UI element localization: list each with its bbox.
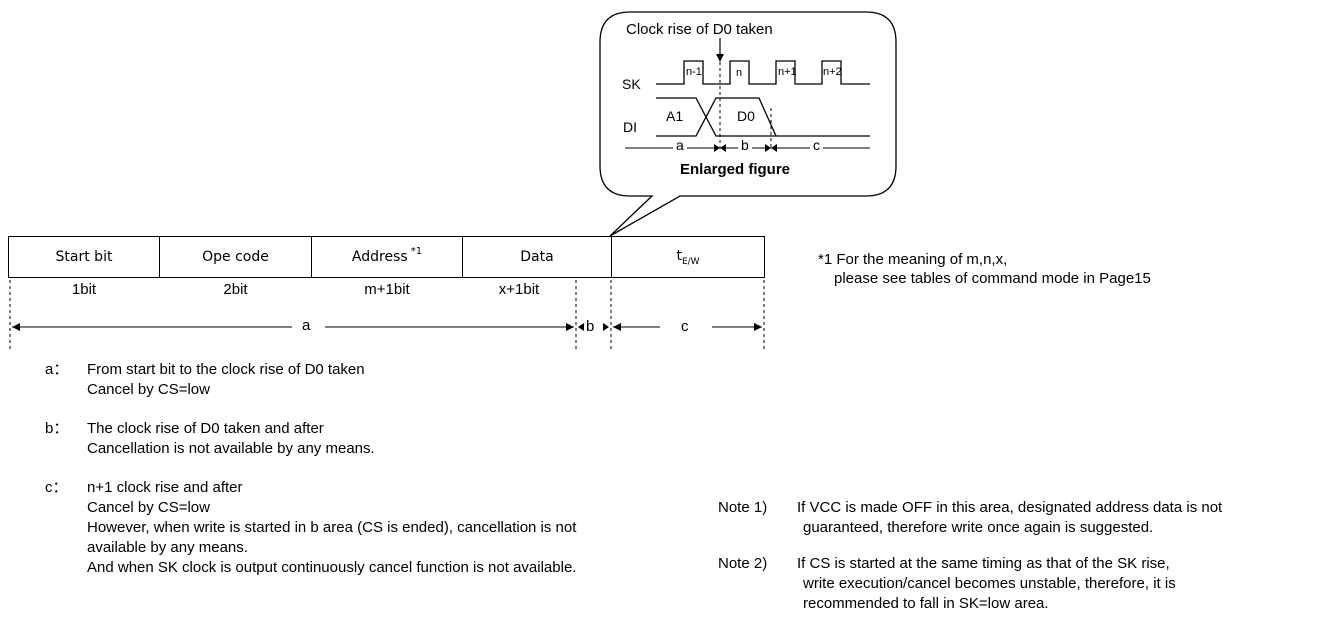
desc-c-key: c：	[45, 479, 68, 496]
bit-count: 2bit	[223, 281, 248, 298]
cell-footnote-mark: *1	[410, 245, 423, 257]
callout-bubble	[599, 11, 897, 237]
cell-label: Start bit	[55, 249, 113, 265]
cell-label: Ope code	[202, 249, 269, 265]
desc-b-line: Cancellation is not available by any mea…	[87, 440, 375, 457]
bit-count: m+1bit	[364, 281, 410, 298]
desc-a-line: Cancel by CS=low	[87, 381, 210, 398]
note-2-line: recommended to fall in SK=low area.	[803, 595, 1049, 612]
desc-a-line: From start bit to the clock rise of D0 t…	[87, 361, 365, 378]
range-a-label: a	[302, 317, 311, 334]
enlarged-seg-b: b	[738, 137, 752, 153]
desc-b-line: The clock rise of D0 taken and after	[87, 420, 324, 437]
di-d0-label: D0	[737, 108, 755, 124]
tew-label: tE/W	[676, 247, 700, 267]
footnote-line2: please see tables of command mode in Pag…	[834, 270, 1151, 287]
pulse-label: n+1	[778, 66, 797, 78]
di-label: DI	[623, 119, 637, 135]
cell-label: Data	[520, 249, 554, 265]
desc-a-key: a：	[45, 361, 69, 378]
desc-b-key: b：	[45, 420, 69, 437]
cell-address: Address*1	[311, 236, 463, 278]
arrow-down-icon	[716, 54, 724, 62]
desc-c-line: n+1 clock rise and after	[87, 479, 243, 496]
cell-label: Address	[351, 249, 408, 265]
callout-title: Clock rise of D0 taken	[626, 21, 773, 38]
range-c-label: c	[681, 318, 689, 335]
sk-label: SK	[622, 76, 641, 92]
enlarged-seg-a: a	[673, 137, 687, 153]
di-a1-label: A1	[666, 108, 684, 124]
cell-start-bit: Start bit	[8, 236, 160, 278]
range-b-label: b	[586, 318, 595, 335]
sk-waveform	[656, 60, 870, 85]
pulse-label: n	[736, 67, 743, 79]
enlarged-seg-c: c	[810, 137, 823, 153]
pulse-label: n+2	[823, 66, 842, 78]
footnote-line1: *1 For the meaning of m,n,x,	[818, 251, 1008, 268]
bit-count: 1bit	[71, 281, 97, 298]
note-1-line: guaranteed, therefore write once again i…	[803, 519, 1154, 536]
note-2-label: Note 2)	[718, 555, 768, 572]
note-2-line: write execution/cancel becomes unstable,…	[803, 575, 1176, 592]
desc-c-line: And when SK clock is output continuously…	[87, 559, 577, 576]
note-1-line: If VCC is made OFF in this area, designa…	[797, 499, 1223, 516]
enlarged-caption: Enlarged figure	[680, 161, 791, 178]
pulse-label: n-1	[686, 66, 702, 78]
note-2-line: If CS is started at the same timing as t…	[797, 555, 1170, 572]
cell-data: Data	[462, 236, 612, 278]
desc-c-line: However, when write is started in b area…	[87, 519, 577, 536]
cell-tew: tE/W	[611, 236, 765, 278]
cell-ope-code: Ope code	[159, 236, 312, 278]
bit-count: x+1bit	[498, 281, 540, 298]
desc-c-line: available by any means.	[87, 539, 248, 556]
desc-c-line: Cancel by CS=low	[87, 499, 210, 516]
note-1-label: Note 1)	[718, 499, 768, 516]
